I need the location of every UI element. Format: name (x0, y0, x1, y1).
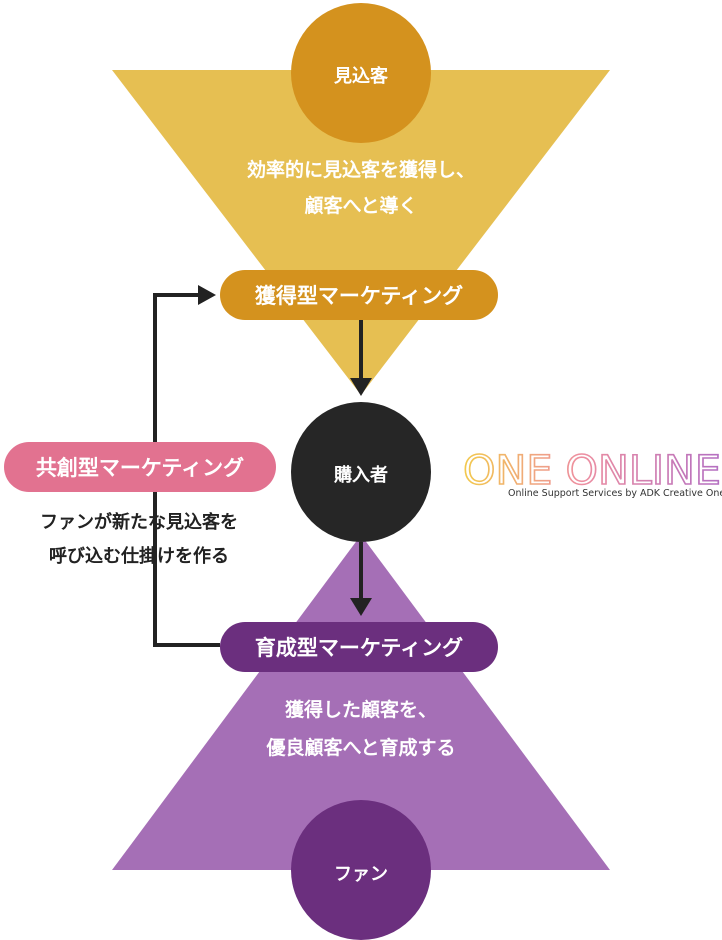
svg-text:ONE ONLINE: ONE ONLINE (463, 448, 721, 494)
prospect-circle (291, 3, 431, 143)
cocreation-marketing-label: 共創型マーケティング (35, 456, 245, 480)
cocreation-description-line1: ファンが新たな見込客を (40, 512, 238, 533)
nurture-marketing-label: 育成型マーケティング (254, 636, 464, 660)
acquisition-description-line2: 顧客へと導く (304, 195, 418, 217)
nurture-marketing-pill: 育成型マーケティング (220, 622, 498, 672)
acquisition-marketing-label: 獲得型マーケティング (254, 284, 464, 308)
acquisition-funnel-triangle (112, 70, 610, 395)
prospect-label: 見込客 (334, 66, 388, 87)
cocreation-marketing-pill: 共創型マーケティング (4, 442, 276, 492)
one-online-logo: ONE ONLINE (462, 447, 722, 495)
buyer-to-nurture-arrow (350, 542, 372, 616)
nurture-description-line1: 獲得した顧客を、 (284, 699, 437, 721)
nurture-description-line2: 優良顧客へと育成する (266, 737, 456, 759)
acquisition-to-buyer-arrow (350, 320, 372, 396)
fan-circle (291, 800, 431, 940)
fan-label: ファン (334, 864, 388, 885)
buyer-label: 購入者 (334, 465, 388, 486)
cocreation-description-line2: 呼び込む仕掛けを作る (49, 546, 229, 567)
buyer-circle (291, 402, 431, 542)
acquisition-description-line1: 効率的に見込客を獲得し、 (246, 159, 475, 181)
nurture-funnel-triangle (112, 535, 610, 870)
logo-tagline: Online Support Services by ADK Creative … (508, 488, 722, 499)
acquisition-marketing-pill: 獲得型マーケティング (220, 270, 498, 320)
